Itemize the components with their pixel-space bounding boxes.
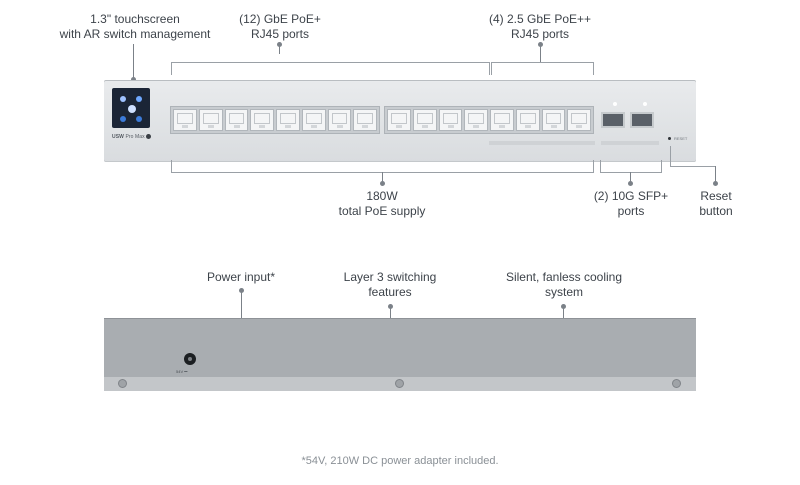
gbe-port-block-1 xyxy=(170,106,380,134)
gbe-ports-bracket xyxy=(171,62,490,75)
rj45-port[interactable] xyxy=(250,109,274,131)
rj45-port[interactable] xyxy=(327,109,352,131)
rj45-port[interactable] xyxy=(276,109,300,131)
screw-icon xyxy=(118,379,127,388)
sfp-port-2[interactable] xyxy=(630,112,654,128)
sfp-indicator-bar xyxy=(601,141,659,145)
poe-supply-callout: 180W total PoE supply xyxy=(338,189,426,218)
rj45-port[interactable] xyxy=(464,109,488,131)
dc-input-marking: 54V ⎓ xyxy=(176,369,188,374)
poe-supply-pointer xyxy=(380,172,385,186)
rj45-port-2-5g[interactable] xyxy=(515,109,540,131)
rj45-port[interactable] xyxy=(387,109,411,131)
rj45-port-2-5g[interactable] xyxy=(541,109,566,131)
reset-leader-horizontal xyxy=(670,166,716,167)
rj45-port-2-5g[interactable] xyxy=(567,109,591,131)
reset-button[interactable] xyxy=(668,137,671,140)
reset-pointer xyxy=(713,166,718,186)
rj45-port-2-5g[interactable] xyxy=(490,109,514,131)
screw-icon xyxy=(672,379,681,388)
cooling-callout: Silent, fanless cooling system xyxy=(505,270,623,299)
power-input-pointer xyxy=(239,288,244,318)
sfp-ports-pointer xyxy=(628,172,633,186)
switch-front-panel: USW Pro Max RESET xyxy=(104,80,696,162)
rj45-port[interactable] xyxy=(224,109,249,131)
screen-icon-4 xyxy=(120,116,126,122)
dc-power-jack[interactable] xyxy=(184,353,196,365)
reset-label: RESET xyxy=(674,136,688,141)
layer3-callout: Layer 3 switching features xyxy=(343,270,437,299)
switch-back-panel: 54V ⎓ xyxy=(104,318,696,391)
layer3-pointer xyxy=(388,304,393,318)
sfp-led-2 xyxy=(643,102,647,106)
rj45-port[interactable] xyxy=(412,109,437,131)
reset-button-callout: Reset button xyxy=(699,189,733,218)
rj45-port[interactable] xyxy=(198,109,223,131)
sfp-ports-bracket xyxy=(600,160,662,173)
screen-icon-5 xyxy=(136,116,142,122)
rj45-port[interactable] xyxy=(438,109,463,131)
sfp-ports-callout: (2) 10G SFP+ ports xyxy=(593,189,669,218)
power-input-callout: Power input* xyxy=(206,270,276,284)
screen-icon-2 xyxy=(136,96,142,102)
model-label: USW Pro Max xyxy=(112,134,152,140)
sfp-led-1 xyxy=(613,102,617,106)
reset-leader-vertical xyxy=(670,146,671,166)
touchscreen-callout: 1.3" touchscreen with AR switch manageme… xyxy=(59,12,211,41)
touchscreen-pointer xyxy=(131,44,136,82)
poe-plus-plus-indicator-bar xyxy=(489,141,595,145)
gbe-ports-pointer xyxy=(277,42,282,54)
screw-icon xyxy=(395,379,404,388)
screen-icon-3 xyxy=(128,105,136,113)
cooling-pointer xyxy=(561,304,566,318)
rj45-port[interactable] xyxy=(173,109,197,131)
footnote: *54V, 210W DC power adapter included. xyxy=(301,455,499,467)
touchscreen-display[interactable] xyxy=(112,88,150,128)
sfp-port-1[interactable] xyxy=(601,112,625,128)
rj45-port[interactable] xyxy=(353,109,377,131)
gbe25-ports-callout: (4) 2.5 GbE PoE++ RJ45 ports xyxy=(488,12,592,41)
gbe25-ports-pointer xyxy=(538,42,543,62)
screen-icon-1 xyxy=(120,96,126,102)
gbe25-ports-bracket xyxy=(491,62,594,75)
gbe-port-block-2 xyxy=(384,106,594,134)
rj45-port[interactable] xyxy=(301,109,326,131)
gbe-ports-callout: (12) GbE PoE+ RJ45 ports xyxy=(239,12,321,41)
